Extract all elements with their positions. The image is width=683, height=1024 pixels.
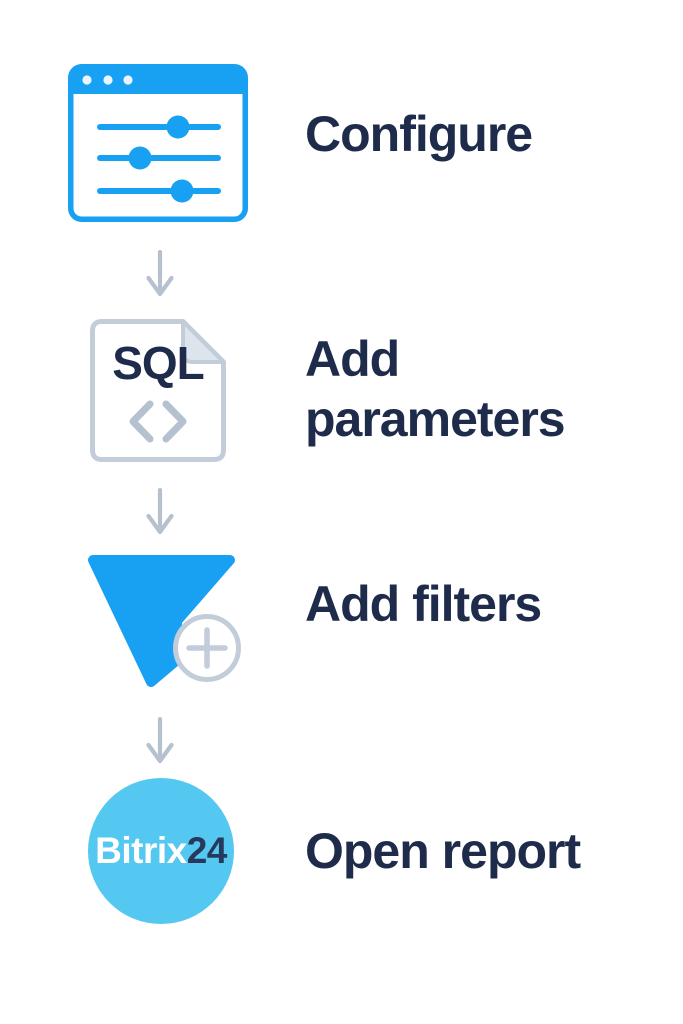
filter-add-funnel-icon [88,555,241,687]
down-arrow-icon [146,250,174,297]
sliders-icon [97,115,221,203]
window-dots-icon [82,75,133,85]
sql-file-type-text: SQL [112,337,204,389]
settings-window-icon [68,64,248,222]
down-arrow-icon [146,717,174,764]
step-label-add-filters: Add filters [305,576,542,632]
window-titlebar [70,66,246,94]
step-label-open-report: Open report [305,823,581,879]
down-arrow-icon [146,488,174,535]
bitrix24-logo: Bitrix24 [88,778,234,924]
sql-file-icon: SQL [90,319,226,462]
bitrix24-logo-text: Bitrix24 [95,830,227,872]
add-plus-badge-icon [173,614,241,682]
step-label-add-parameters: Add parameters [305,331,566,447]
step-label-configure: Configure [305,106,533,162]
code-brackets-icon [129,400,187,443]
brand-name-primary: Bitrix [95,830,187,871]
folded-corner [181,319,226,364]
brand-name-accent: 24 [186,830,228,871]
